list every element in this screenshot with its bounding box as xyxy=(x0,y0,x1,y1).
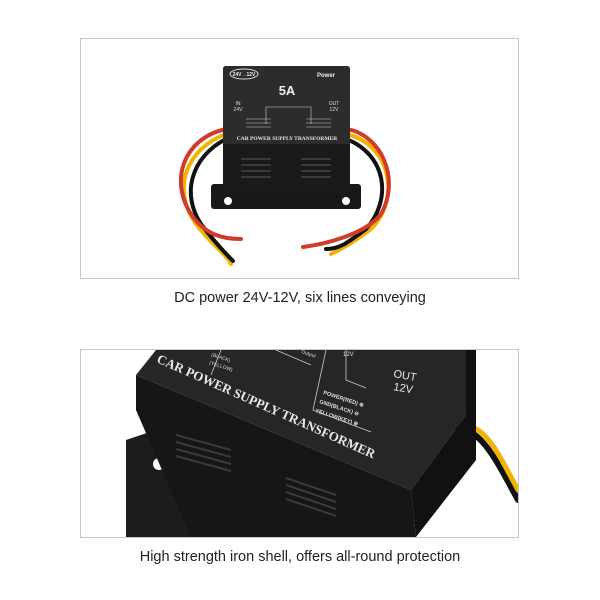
in-label: IN xyxy=(236,101,241,107)
caption-bottom: High strength iron shell, offers all-rou… xyxy=(139,549,461,565)
partial-label: (BLACK) xyxy=(210,352,231,364)
rating-label: 5A xyxy=(279,83,296,98)
left-wires xyxy=(178,127,243,266)
in-voltage: 24V xyxy=(234,107,244,113)
right-wires xyxy=(301,127,391,256)
out-label: OUT xyxy=(392,368,417,384)
transformer-front-view: 24V→12V Power 5A IN 24V OUT 12V CAR POWE… xyxy=(178,66,391,266)
wiring-diagram xyxy=(210,350,372,433)
brand-text: CAR POWER SUPPLY TRANSFORMER xyxy=(237,136,339,142)
vent-slots xyxy=(175,434,337,517)
partial-label: Output xyxy=(300,350,317,360)
voltage-badge: 24V→12V xyxy=(233,72,256,78)
caption-top: DC power 24V-12V, six lines conveying xyxy=(174,290,426,306)
product-photo-bottom: CAR POWER SUPPLY TRANSFORMER (BLACK) (YE… xyxy=(80,349,519,538)
product-photo-top: 24V→12V Power 5A IN 24V OUT 12V CAR POWE… xyxy=(80,38,519,279)
partial-label: 12V xyxy=(343,352,354,358)
wiring-diagram xyxy=(246,106,331,128)
out-label: OUT xyxy=(329,101,340,107)
transformer-closeup: CAR POWER SUPPLY TRANSFORMER (BLACK) (YE… xyxy=(126,350,518,537)
out-voltage: 12V xyxy=(392,381,414,396)
out-voltage: 12V xyxy=(330,107,340,113)
power-label: Power xyxy=(317,73,336,79)
device-top xyxy=(136,350,466,490)
vent-slots xyxy=(241,158,331,178)
